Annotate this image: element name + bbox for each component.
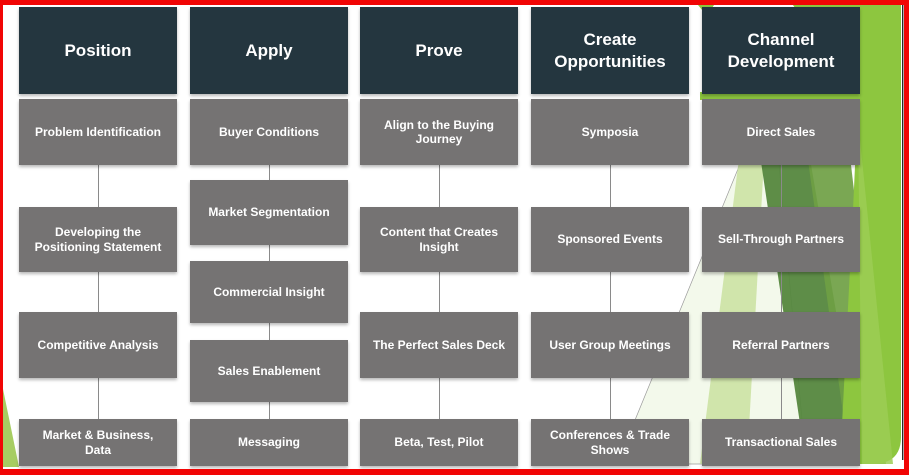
node-beta-test-pilot: Beta, Test, Pilot [360,419,518,466]
node-sponsored-events: Sponsored Events [531,207,689,272]
green-corner-triangle [3,389,19,467]
node-referral-partners: Referral Partners [702,312,860,378]
header-channel-development: Channel Development [702,7,860,94]
connector-line-create-opportunities [610,128,611,440]
node-user-group-meetings: User Group Meetings [531,312,689,378]
node-commercial-insight: Commercial Insight [190,261,348,323]
node-sales-enablement: Sales Enablement [190,340,348,402]
node-direct-sales: Direct Sales [702,99,860,165]
connector-line-channel-development [781,128,782,440]
node-market-business-data: Market & Business, Data [19,419,177,466]
node-perfect-sales-deck: The Perfect Sales Deck [360,312,518,378]
node-competitive-analysis: Competitive Analysis [19,312,177,378]
node-developing-positioning-statement: Developing the Positioning Statement [19,207,177,272]
thin-black-edge-line [902,5,904,460]
node-transactional-sales: Transactional Sales [702,419,860,466]
header-apply: Apply [190,7,348,94]
node-messaging: Messaging [190,419,348,466]
node-problem-identification: Problem Identification [19,99,177,165]
green-gap-sliver [700,92,860,100]
connector-line-prove [439,128,440,440]
header-position: Position [19,7,177,94]
node-buyer-conditions: Buyer Conditions [190,99,348,165]
node-align-buying-journey: Align to the Buying Journey [360,99,518,165]
node-content-creates-insight: Content that Creates Insight [360,207,518,272]
node-conferences-trade-shows: Conferences & Trade Shows [531,419,689,466]
bright-green-inner-wedge [858,120,893,464]
node-symposia: Symposia [531,99,689,165]
header-create-opportunities: Create Opportunities [531,7,689,94]
node-market-segmentation: Market Segmentation [190,180,348,245]
header-prove: Prove [360,7,518,94]
node-sell-through-partners: Sell-Through Partners [702,207,860,272]
connector-line-position [98,128,99,440]
